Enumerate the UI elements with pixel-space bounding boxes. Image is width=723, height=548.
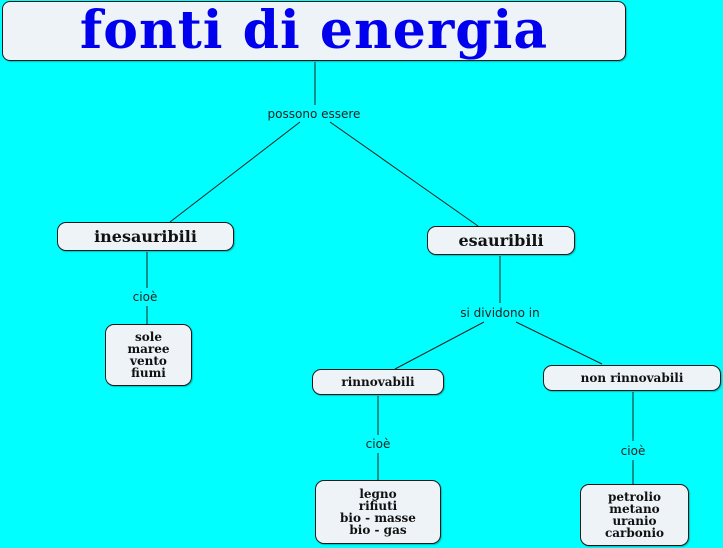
example-item: bio - gas (349, 523, 407, 537)
title-node[interactable]: fonti di energia (2, 1, 626, 61)
example-item: petrolio (607, 490, 661, 504)
example-item: carbonio (604, 526, 665, 540)
node-inesauribili[interactable]: inesauribili (57, 222, 234, 251)
example-item: rifiuti (358, 499, 398, 513)
example-item: uranio (612, 514, 657, 528)
example-item: maree (127, 342, 170, 356)
title-text: fonti di energia (79, 0, 549, 61)
node-label: inesauribili (94, 227, 197, 246)
connector (394, 321, 485, 370)
node-non-rinnovabili[interactable]: non rinnovabili (543, 365, 721, 391)
connector (515, 321, 603, 365)
example-item: metano (609, 502, 660, 516)
connector (169, 121, 301, 223)
link-label-cioe[interactable]: cioè (132, 290, 158, 304)
node-rinnovabili[interactable]: rinnovabili (312, 369, 444, 395)
node-rinnovabili-examples[interactable]: legno rifiuti bio - masse bio - gas (315, 480, 441, 544)
example-item: bio - masse (340, 511, 416, 525)
connector (329, 121, 479, 227)
example-item: legno (359, 487, 397, 501)
link-label-cioe[interactable]: cioè (365, 437, 391, 451)
node-label: non rinnovabili (580, 371, 684, 385)
link-label-possono-essere[interactable]: possono essere (267, 107, 361, 121)
example-item: sole (135, 330, 162, 344)
node-inesauribili-examples[interactable]: sole maree vento fiumi (105, 324, 192, 386)
node-label: esauribili (458, 231, 544, 250)
example-item: vento (130, 354, 167, 368)
node-label: rinnovabili (341, 375, 415, 389)
link-label-si-dividono-in[interactable]: si dividono in (460, 306, 540, 320)
link-label-cioe[interactable]: cioè (620, 444, 646, 458)
node-esauribili[interactable]: esauribili (427, 226, 575, 255)
node-non-rinnovabili-examples[interactable]: petrolio metano uranio carbonio (580, 484, 689, 546)
example-item: fiumi (131, 366, 166, 380)
